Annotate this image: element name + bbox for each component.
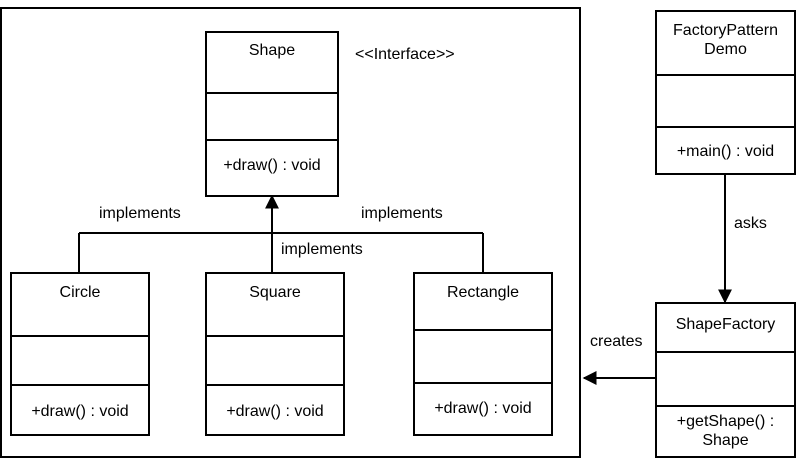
shape-operation: +draw() : void [223,157,321,174]
rectangle-class: Rectangle +draw() : void [413,272,553,436]
asks-label: asks [734,215,767,232]
circle-operations: +draw() : void [12,384,148,436]
rectangle-class-name: Rectangle [446,284,520,301]
circle-operation: +draw() : void [31,403,129,420]
shape-factory-operations: +getShape() : Shape [657,405,794,458]
shape-factory-class: ShapeFactory +getShape() : Shape [655,302,796,458]
square-class: Square +draw() : void [205,272,345,436]
implements-label-middle: implements [281,241,363,258]
diagram-frame [0,7,581,458]
square-class-name: Square [249,284,301,301]
shape-factory-operation: +getShape() : Shape [676,413,775,449]
shape-factory-class-name: ShapeFactory [675,316,776,333]
square-operation: +draw() : void [226,403,324,420]
creates-label: creates [590,333,643,350]
shape-factory-attributes [657,351,794,405]
factory-pattern-demo-class: FactoryPattern Demo +main() : void [655,10,796,175]
demo-attributes [657,74,794,126]
shape-class: Shape +draw() : void [205,31,339,197]
shape-operations: +draw() : void [207,139,337,197]
shape-attributes [207,92,337,139]
circle-class-name: Circle [59,284,101,301]
rectangle-attributes [415,329,551,382]
implements-label-right: implements [361,205,443,222]
circle-attributes [12,335,148,384]
rectangle-operation: +draw() : void [434,400,532,417]
demo-operation: +main() : void [676,143,775,160]
circle-class: Circle +draw() : void [10,272,150,436]
implements-label-left: implements [99,205,181,222]
shape-class-name: Shape [248,42,296,59]
rectangle-operations: +draw() : void [415,382,551,436]
demo-operations: +main() : void [657,126,794,175]
interface-stereotype: <<Interface>> [355,46,455,63]
demo-class-name: FactoryPattern Demo [673,22,778,58]
square-operations: +draw() : void [207,384,343,436]
square-attributes [207,335,343,384]
